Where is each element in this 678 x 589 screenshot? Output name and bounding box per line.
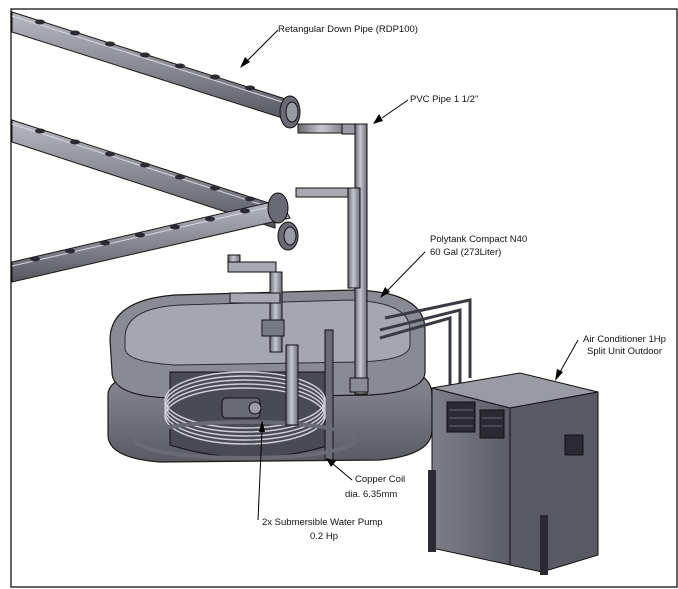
label-down-pipe: Retangular Down Pipe (RDP100)	[240, 24, 418, 68]
ac-tubing	[379, 298, 472, 390]
down-pipe-rail-middle	[11, 119, 276, 229]
label-down-pipe-text: Retangular Down Pipe (RDP100)	[278, 24, 418, 35]
air-conditioner-unit	[428, 372, 599, 575]
label-ac-text-2: Split Unit Outdoor	[587, 346, 662, 357]
label-pump-text-2: 0.2 Hp	[310, 531, 338, 542]
down-pipe-rail-crossing	[11, 192, 299, 283]
label-pvc-pipe: PVC Pipe 1 1/2"	[373, 94, 478, 124]
label-pvc-pipe-text: PVC Pipe 1 1/2"	[410, 94, 478, 105]
pvc-pipes	[227, 123, 369, 426]
label-polytank-text-1: Polytank Compact N40	[430, 234, 527, 245]
submersible-pump	[221, 397, 262, 419]
label-water-pump: 2x Submersible Water Pump 0.2 Hp	[257, 420, 383, 542]
label-coil-text-1: Copper Coil	[355, 474, 405, 485]
label-polytank: Polytank Compact N40 60 Gal (273Liter)	[380, 234, 527, 298]
copper-coil	[133, 371, 357, 460]
label-ac-text-1: Air Conditioner 1Hp	[583, 334, 666, 345]
label-pump-text-1: 2x Submersible Water Pump	[262, 517, 383, 528]
down-pipe-rail-top	[11, 11, 301, 129]
frame-border	[10, 8, 678, 588]
label-air-conditioner: Air Conditioner 1Hp Split Unit Outdoor	[555, 334, 666, 381]
label-coil-text-2: dia. 6.35mm	[345, 489, 397, 500]
label-copper-coil: Copper Coil dia. 6.35mm	[326, 458, 405, 500]
label-polytank-text-2: 60 Gal (273Liter)	[430, 247, 501, 258]
